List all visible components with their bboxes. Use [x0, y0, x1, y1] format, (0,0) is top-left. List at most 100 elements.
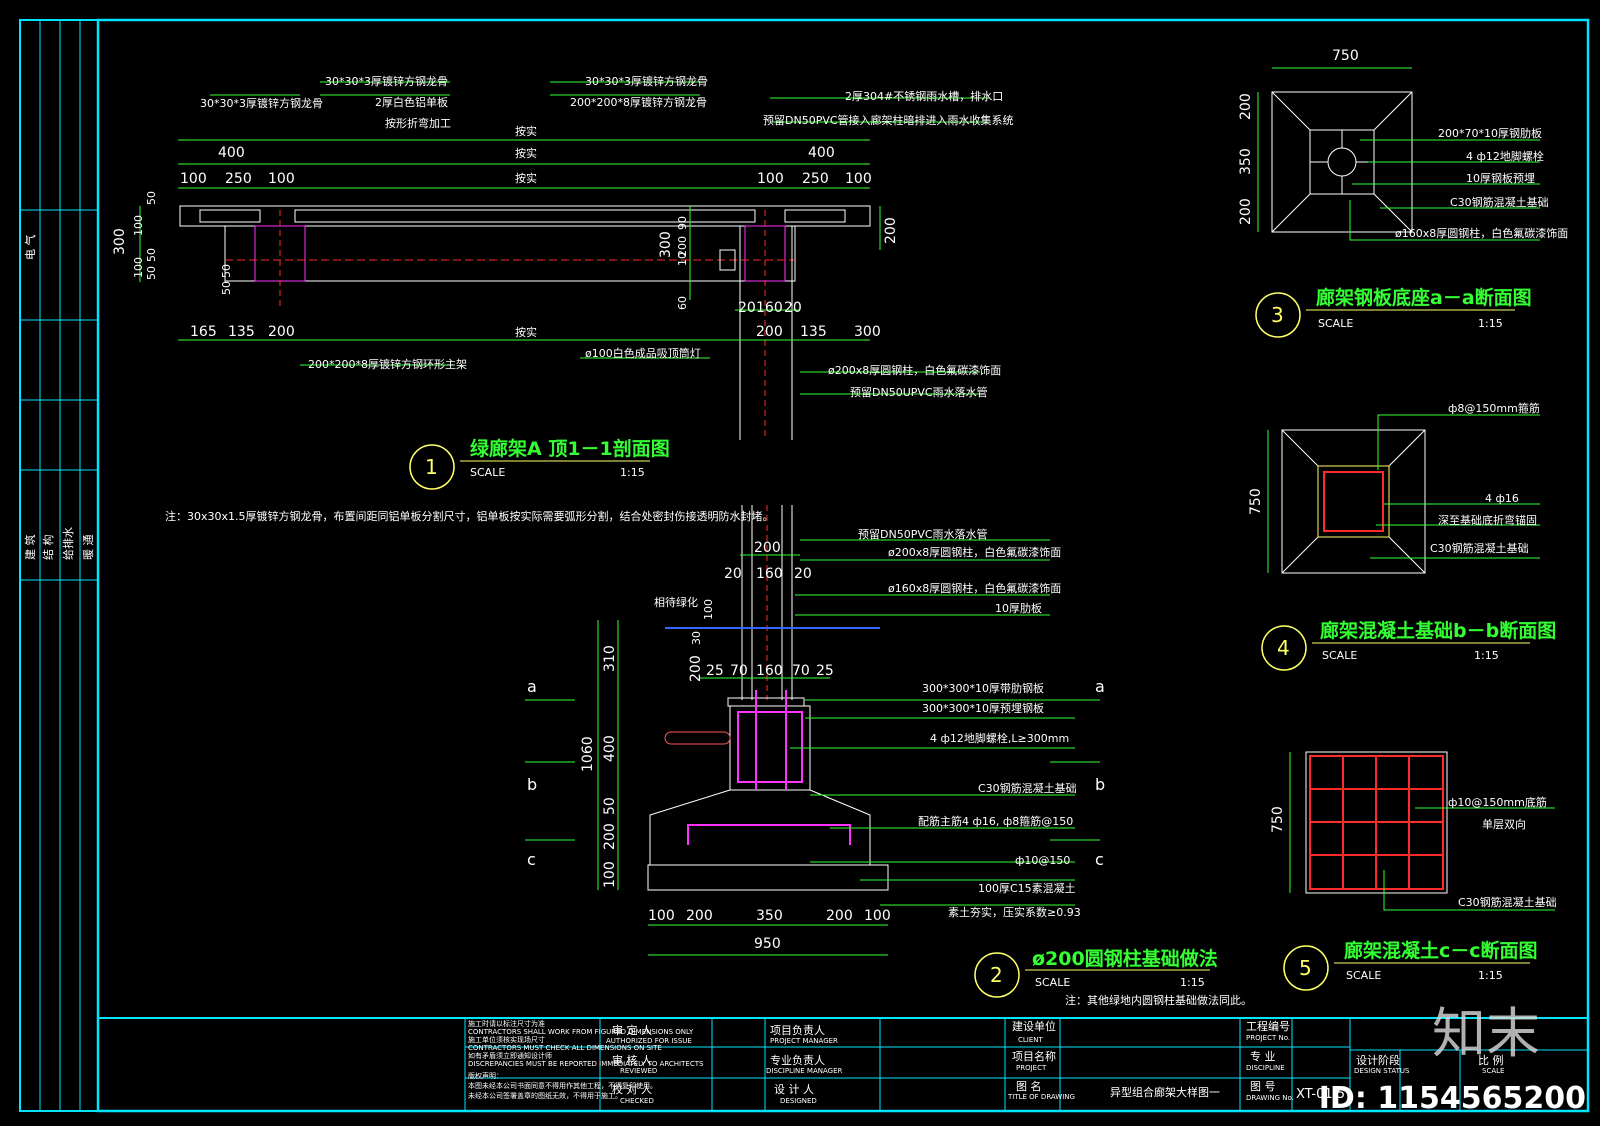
tb-note-1: CONTRACTORS SHALL WORK FROM FIGURED DIME…: [468, 1028, 694, 1036]
v2-note-10: 100厚C15素混凝土: [978, 881, 1076, 895]
tb-status-en: DESIGN STATUS: [1354, 1067, 1410, 1075]
view3-section: [1257, 67, 1540, 241]
v2-dim-top-0: 200: [754, 540, 781, 556]
v1-scale: 1:15: [620, 466, 645, 479]
v4-number: 4: [1277, 636, 1290, 660]
v1-number-circle: [409, 444, 455, 490]
v2-dim-small-2: 200: [688, 655, 704, 682]
v2-dim-collar-1: 70: [730, 663, 748, 679]
tb-project: 项目名称: [1012, 1049, 1056, 1063]
v3-scale-label: SCALE: [1318, 317, 1353, 330]
v1-dim-top-2: 按实: [515, 146, 537, 160]
v1-dim-mid-3: 200: [676, 236, 689, 257]
v1-dim-mid-2: 10: [676, 252, 689, 266]
tb-scale: 比 例: [1478, 1053, 1504, 1067]
v2-dim-overall: 950: [754, 936, 781, 952]
v2-dim-bot-2: 350: [756, 908, 783, 924]
side-label-arch: 建 筑: [23, 535, 37, 561]
v1-dim-top-9: 250: [802, 171, 829, 187]
v1-dim-col-0: 20: [738, 300, 756, 316]
v1-dim-left-5: 50: [220, 264, 233, 278]
tb-approve: 审 定 人: [612, 1023, 652, 1037]
v2-dim-collar-4: 25: [816, 663, 834, 679]
site-logo: 知末: [1432, 1002, 1540, 1065]
v1-note-2: 2厚白色铝单板: [375, 95, 448, 109]
v2-note-9: ф10@150: [1015, 854, 1070, 867]
v4-note-2: 深至基础底折弯锚固: [1438, 513, 1537, 527]
v2-note-7: C30钢筋混凝土基础: [978, 781, 1077, 795]
side-label-hvac: 暖 通: [82, 535, 95, 561]
v2-note-6: 4 ф12地脚螺栓,L≥300mm: [930, 731, 1069, 745]
v4-scale: 1:15: [1474, 649, 1499, 662]
v1-dim-col-1: 160: [756, 300, 783, 316]
v3-dim-left-2: 200: [1238, 198, 1254, 225]
v1-note-8: 200*200*8厚镀锌方钢环形主架: [308, 357, 467, 371]
v1-dim-left-3: 100: [132, 257, 145, 278]
tb-proj-no: 工程编号: [1246, 1019, 1290, 1033]
v3-number: 3: [1271, 303, 1284, 327]
bottom-rebar: [687, 824, 851, 845]
v1-note-1: 30*30*3厚镀锌方钢龙骨: [325, 74, 448, 88]
v1-dim-bot-1: 135: [228, 324, 255, 340]
footing-plan: [1305, 751, 1448, 894]
plan-edge: [1281, 536, 1319, 574]
v1-dim-top-1: 按实: [515, 124, 537, 138]
tb-note-2: 施工单位须核实现场尺寸: [468, 1035, 545, 1044]
v1-dim-top-7: 100: [268, 171, 295, 187]
v1-dim-mid-1: 300: [658, 231, 674, 258]
tb-dm: 专业负责人: [770, 1053, 825, 1067]
v2-note-12: 相待绿化: [654, 595, 698, 609]
v1-number: 1: [425, 455, 438, 479]
beam-part: [784, 209, 846, 223]
v5-scale-label: SCALE: [1346, 969, 1381, 982]
v2-section-mark-4: c: [527, 850, 536, 869]
v2-number: 2: [990, 963, 1003, 987]
stirrup: [1323, 471, 1384, 532]
watermark-id: ID: 1154565200: [1318, 1081, 1586, 1116]
v1-dim-top-0: 400: [218, 145, 245, 161]
leader: [1377, 414, 1540, 470]
v2-dim-bot-3: 200: [826, 908, 853, 924]
v1-dim-mid-0: 90: [676, 216, 689, 230]
v2-dim-collar-0: 25: [706, 663, 724, 679]
v2-note-11: 素土夯实，压实系数≥0.93: [948, 905, 1081, 919]
tb-status: 设计阶段: [1356, 1053, 1400, 1067]
v1-dim-left-0: 300: [112, 228, 128, 255]
v4-note-1: 4 ф16: [1485, 492, 1519, 505]
v2-note-4: 300*300*10厚带肋钢板: [922, 681, 1044, 695]
v2-dim-bot-4: 100: [864, 908, 891, 924]
v2-dim-left-1: 400: [602, 735, 618, 762]
side-label-elec: 电 气: [23, 235, 37, 261]
v4-scale-label: SCALE: [1322, 649, 1357, 662]
v1-dim-left-6: 50: [220, 281, 233, 295]
v1-note-7: 预留DN50PVC管接入廊架柱暗排进入雨水收集系统: [763, 113, 1014, 127]
v1-dim-bot-5: 135: [800, 324, 827, 340]
pedestal: [1317, 465, 1390, 538]
side-label-water: 给排水: [61, 527, 75, 560]
v2-dim-left-3: 200: [602, 823, 618, 850]
tb-proj-no-en: PROJECT No.: [1246, 1034, 1290, 1042]
v1-note-5: 200*200*8厚镀锌方钢龙骨: [570, 95, 707, 109]
v3-dim-left-0: 200: [1238, 93, 1254, 120]
v1-dim-mid-4: 60: [676, 296, 689, 310]
v1-dim-top-5: 100: [180, 171, 207, 187]
plan-edge: [1373, 91, 1413, 131]
v5-scale: 1:15: [1478, 969, 1503, 982]
v3-note-4: ø160x8厚圆钢柱，白色氟碳漆饰面: [1395, 226, 1568, 240]
v1-note-4: 30*30*3厚镀锌方钢龙骨: [585, 74, 708, 88]
v2-note-8: 配筋主筋4 ф16, ф8箍筋@150: [918, 814, 1073, 828]
v1-dim-bot-0: 165: [190, 324, 217, 340]
v3-note-3: C30钢筋混凝土基础: [1450, 195, 1549, 209]
v1-dim-bot-3: 按实: [515, 325, 537, 339]
v1-dim-left-7: 50: [145, 266, 158, 280]
v2-dim-bot-0: 100: [648, 908, 675, 924]
tb-note-0: 施工时请以标注尺寸为准: [468, 1019, 545, 1028]
v2-section-mark-0: a: [527, 677, 537, 696]
tb-note-4: 如有矛盾须立即通知设计师: [468, 1051, 552, 1060]
tb-pm: 项目负责人: [770, 1023, 825, 1037]
v1-dim-top-4: 400: [808, 145, 835, 161]
v1-dim-top-8: 100: [757, 171, 784, 187]
v3-title: 廊架钢板底座a－a断面图: [1316, 286, 1532, 309]
v1-dim-left-4: 50: [145, 248, 158, 262]
